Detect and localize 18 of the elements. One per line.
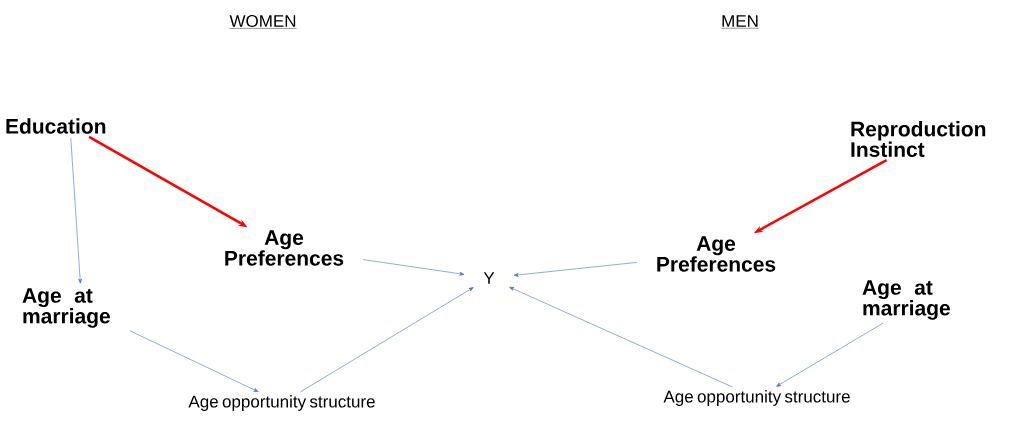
text-label: Age opportunity structure — [188, 395, 375, 411]
heading: MEN — [720, 15, 760, 29]
bold-label: Age at marriage — [862, 280, 950, 320]
bold-label: Age at marriage — [22, 288, 110, 328]
arrow — [509, 286, 733, 388]
text-label: Y — [483, 272, 495, 284]
bold-label: Education — [6, 118, 106, 134]
text-label: Age opportunity structure — [663, 390, 850, 406]
arrow — [776, 322, 884, 387]
arrow — [362, 259, 465, 276]
heading: WOMEN — [229, 15, 297, 29]
bold-label: Age Preferences — [657, 236, 776, 272]
bold-label: Reproduction Instinct — [851, 121, 986, 157]
arrow — [300, 287, 474, 393]
arrow — [513, 262, 638, 277]
bold-label: Age Preferences — [225, 230, 344, 266]
arrow — [70, 137, 82, 284]
arrow — [129, 330, 259, 392]
